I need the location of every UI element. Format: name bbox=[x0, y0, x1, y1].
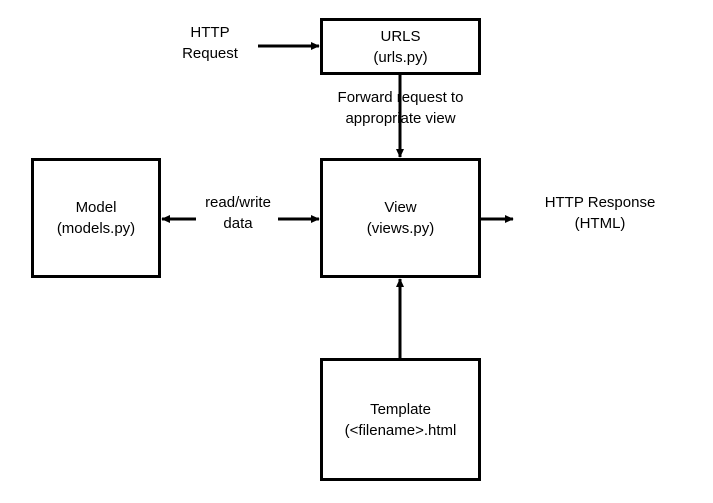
label-http-response-line-2: (HTML) bbox=[574, 215, 626, 232]
node-model-title: Model bbox=[75, 199, 117, 216]
label-read-write-data-line-1: read/write bbox=[205, 194, 271, 211]
label-http-response-line-1: HTTP Response bbox=[544, 194, 656, 211]
label-forward-request-line-2: appropriate view bbox=[345, 110, 456, 127]
label-forward-request: Forward request to appropriate view bbox=[313, 87, 488, 129]
label-http-request-line-2: Request bbox=[182, 45, 238, 62]
label-read-write-data: read/write data bbox=[191, 192, 285, 234]
node-model-subtitle: (models.py) bbox=[56, 220, 136, 237]
label-forward-request-line-1: Forward request to bbox=[337, 89, 464, 106]
label-http-request: HTTP Request bbox=[160, 22, 260, 64]
node-urls-subtitle: (urls.py) bbox=[373, 48, 428, 66]
label-http-response: HTTP Response (HTML) bbox=[520, 192, 680, 234]
node-urls-title: URLS bbox=[380, 27, 421, 45]
node-view-subtitle: (views.py) bbox=[366, 220, 435, 237]
node-template[interactable]: Template (<filename>.html bbox=[320, 358, 481, 481]
node-urls[interactable]: URLS (urls.py) bbox=[320, 18, 481, 75]
label-read-write-data-line-2: data bbox=[223, 215, 253, 232]
node-model[interactable]: Model (models.py) bbox=[31, 158, 161, 278]
node-view-title: View bbox=[384, 199, 417, 216]
node-view[interactable]: View (views.py) bbox=[320, 158, 481, 278]
node-template-subtitle: (<filename>.html bbox=[344, 421, 457, 439]
node-template-title: Template bbox=[370, 400, 431, 418]
label-http-request-line-1: HTTP bbox=[190, 24, 230, 41]
